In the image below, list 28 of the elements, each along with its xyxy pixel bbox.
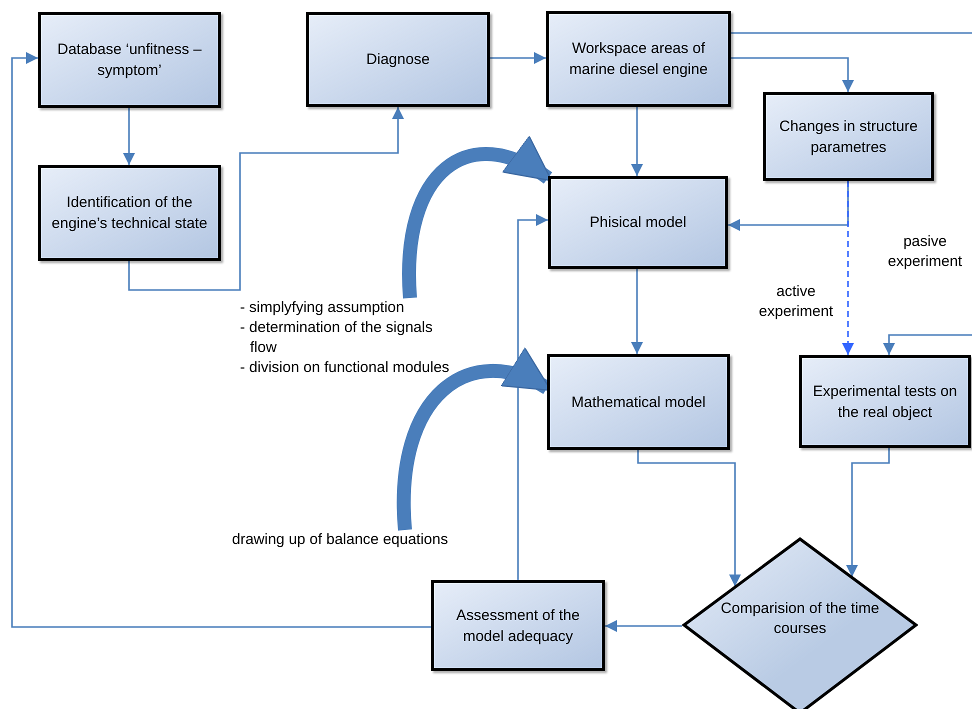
- arrow: [490, 52, 546, 64]
- process-box: Database ‘unfitness – symptom’: [38, 12, 221, 108]
- arrow: [517, 214, 548, 580]
- process-box: Changes in structure parametres: [763, 92, 934, 181]
- arrow: [842, 181, 854, 355]
- process-box: Identification of the engine’s technical state: [38, 165, 221, 261]
- arrow: [637, 450, 741, 586]
- arrow: [631, 269, 643, 354]
- decision-diamond: Comparision of the time courses: [682, 537, 918, 709]
- arrow: [883, 334, 972, 355]
- note-text: drawing up of balance equations: [232, 530, 492, 552]
- note-text: - simplyfying assumption - determination of the signals flow - division on functional modules: [240, 298, 454, 402]
- process-box: Assessment of the model adequacy: [431, 580, 605, 671]
- arrow: [631, 107, 643, 176]
- arrow: [605, 620, 682, 632]
- process-box: Workspace areas of marine diesel engine: [546, 11, 731, 107]
- arrow: [11, 52, 431, 628]
- arrow: [123, 108, 135, 165]
- arrow: [846, 448, 890, 577]
- curved-arrow: [402, 136, 552, 298]
- process-box: Phisical model: [548, 176, 728, 269]
- arrow: [128, 107, 404, 291]
- arrow: [731, 57, 854, 92]
- process-box: Mathematical model: [547, 354, 730, 450]
- annotation-label: active experiment: [758, 282, 834, 322]
- process-box: Experimental tests on the real object: [799, 355, 971, 448]
- process-box: Diagnose: [306, 12, 490, 107]
- annotation-label: pasive experiment: [886, 232, 964, 272]
